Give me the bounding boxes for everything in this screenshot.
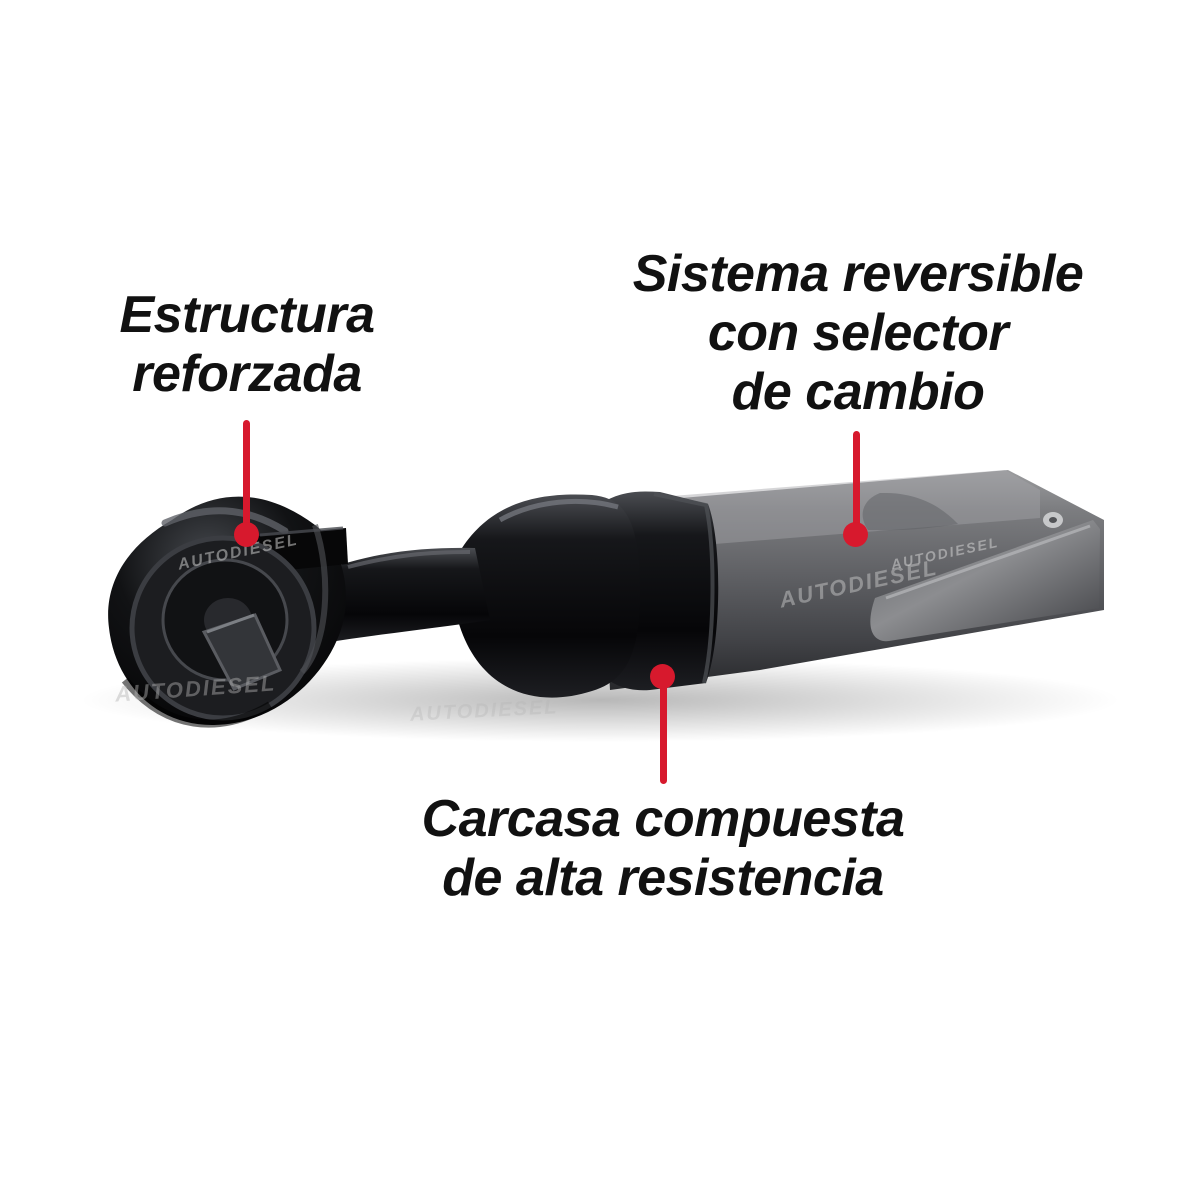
callout-reverse-line-3: de cambio	[731, 362, 985, 421]
callout-housing-line-2: de alta resistencia	[442, 848, 884, 907]
leader-dot-housing	[650, 664, 675, 689]
callout-housing-line-1: Carcasa compuesta	[421, 790, 905, 848]
callout-structure-line-1: Estructura	[119, 286, 375, 344]
callout-housing: Carcasa compuesta de alta resistencia	[418, 790, 908, 908]
leader-dot-reverse	[843, 522, 868, 547]
callout-reverse-line-1: Sistema reversible	[632, 245, 1084, 303]
callout-structure-line-2: reforzada	[132, 344, 362, 403]
leader-line-structure	[243, 420, 250, 538]
leader-dot-structure	[234, 522, 259, 547]
callout-reverse: Sistema reversible con selector de cambi…	[628, 245, 1088, 421]
leader-line-housing	[660, 680, 667, 784]
callout-structure: Estructura reforzada	[112, 286, 382, 404]
leader-line-reverse	[853, 431, 860, 539]
callout-reverse-line-2: con selector	[707, 303, 1009, 362]
